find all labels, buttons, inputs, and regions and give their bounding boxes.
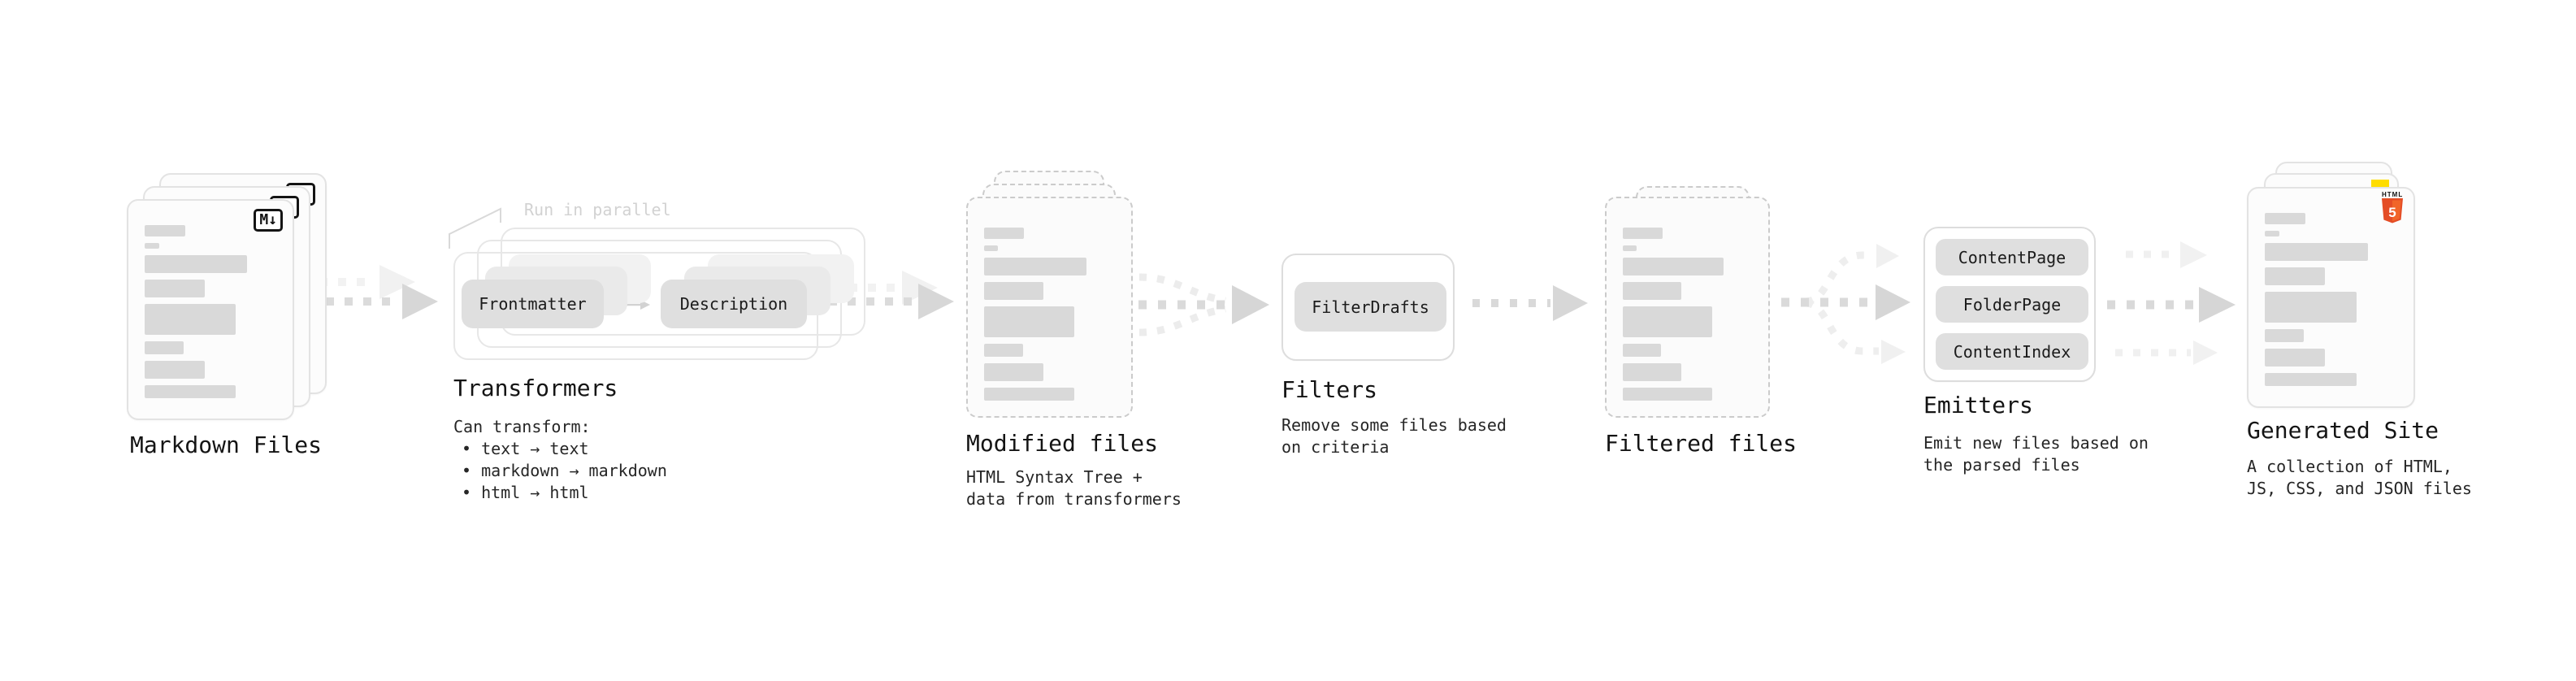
placeholder-line xyxy=(2265,267,2326,285)
file-card xyxy=(1605,197,1770,418)
svg-text:5: 5 xyxy=(2388,205,2396,220)
file-card xyxy=(966,197,1133,418)
placeholder-line xyxy=(145,255,248,273)
placeholder-line xyxy=(984,344,1023,357)
modified-files-detail: HTML Syntax Tree + data from transformer… xyxy=(966,467,1182,509)
placeholder-line xyxy=(145,280,205,297)
filtered-files-label: Filtered files xyxy=(1605,430,1798,457)
placeholder-line xyxy=(1623,363,1682,381)
file-content-placeholder xyxy=(1623,228,1750,401)
placeholder-line xyxy=(145,243,159,249)
bullet-item: • markdown → markdown xyxy=(462,461,667,480)
modified-files-label: Modified files xyxy=(966,430,1159,457)
generated-site-label: Generated Site xyxy=(2247,417,2439,444)
html5-icon: HTML 5 xyxy=(2382,191,2403,227)
arrow-modified-to-filters-icon xyxy=(1138,273,1269,336)
bullet-item: • html → html xyxy=(462,483,589,502)
placeholder-line xyxy=(2265,292,2357,323)
transformers-label: Transformers xyxy=(453,375,618,401)
placeholder-line xyxy=(145,361,205,379)
filters-label: Filters xyxy=(1281,376,1378,403)
placeholder-line xyxy=(2265,213,2305,224)
placeholder-line xyxy=(1623,245,1637,251)
arrow-filtered-to-emitters-icon xyxy=(1781,244,1910,364)
arrow-filters-to-filtered-icon xyxy=(1472,285,1588,321)
emitter-chip-contentindex: ContentIndex xyxy=(1936,333,2088,370)
javascript-icon xyxy=(2371,180,2389,189)
file-card: HTML 5 xyxy=(2247,187,2415,408)
generated-site-detail: A collection of HTML, JS, CSS, and JSON … xyxy=(2247,457,2472,498)
html5-wordmark: HTML xyxy=(2382,191,2404,198)
emitters-label: Emitters xyxy=(1923,392,2033,419)
placeholder-line xyxy=(984,363,1044,381)
filters-panel: FilterDrafts xyxy=(1281,254,1455,361)
emitters-detail: Emit new files based on the parsed files xyxy=(1923,433,2149,475)
transformer-chip-frontmatter: Frontmatter xyxy=(462,280,604,328)
emitter-chip-contentpage: ContentPage xyxy=(1936,239,2088,275)
placeholder-line xyxy=(2265,231,2279,236)
placeholder-line xyxy=(984,388,1075,401)
placeholder-line xyxy=(1623,388,1712,401)
placeholder-line xyxy=(145,304,236,335)
file-content-placeholder xyxy=(145,225,275,398)
transformers-detail-title: Can transform: xyxy=(453,417,591,436)
placeholder-line xyxy=(984,228,1025,239)
placeholder-line xyxy=(2265,329,2305,342)
bullet-item: • text → text xyxy=(462,439,589,458)
filters-detail: Remove some files based on criteria xyxy=(1281,415,1507,457)
placeholder-line xyxy=(984,258,1086,275)
transformer-chip-description: Description xyxy=(661,280,807,328)
arrow-emitters-to-generated-icon xyxy=(2107,241,2236,365)
placeholder-line xyxy=(984,282,1044,300)
file-content-placeholder xyxy=(984,228,1113,401)
placeholder-line xyxy=(1623,258,1724,275)
placeholder-line xyxy=(1623,306,1712,337)
file-card: M↓ xyxy=(127,199,294,420)
placeholder-line xyxy=(145,385,236,398)
placeholder-line xyxy=(145,225,185,236)
markdown-icon: M↓ xyxy=(254,209,283,232)
placeholder-line xyxy=(1623,228,1663,239)
transformers-bullet-list: • text → text • markdown → markdown • ht… xyxy=(462,438,667,504)
markdown-files-label: Markdown Files xyxy=(130,432,323,458)
emitters-panel: ContentPage FolderPage ContentIndex xyxy=(1923,227,2096,382)
run-in-parallel-note: Run in parallel xyxy=(524,200,671,219)
placeholder-line xyxy=(984,245,999,251)
placeholder-line xyxy=(984,306,1075,337)
emitter-chip-folderpage: FolderPage xyxy=(1936,286,2088,323)
placeholder-line xyxy=(1623,282,1682,300)
filter-chip-filterdrafts: FilterDrafts xyxy=(1295,282,1446,332)
placeholder-line xyxy=(2265,373,2357,386)
placeholder-line xyxy=(2265,349,2326,367)
file-content-placeholder xyxy=(2265,213,2396,386)
placeholder-line xyxy=(1623,344,1662,357)
arrow-markdown-to-transformers-icon xyxy=(307,265,438,319)
placeholder-line xyxy=(145,341,184,354)
placeholder-line xyxy=(2265,243,2369,261)
